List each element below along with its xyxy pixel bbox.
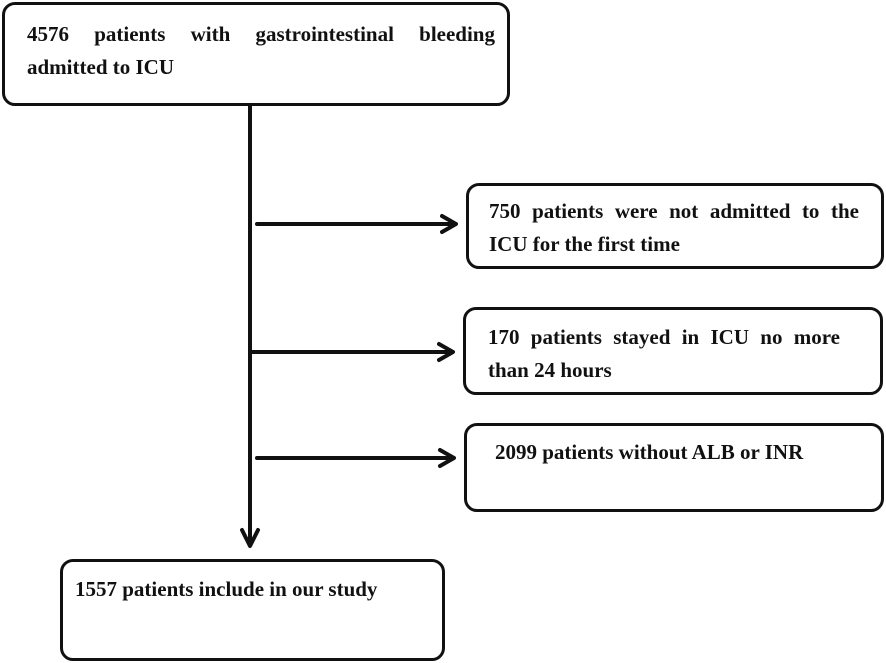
final-cohort-box-text: 1557 patients include in our study	[75, 577, 378, 601]
exclusion-box-3: 2099 patients without ALB or INR	[464, 423, 884, 512]
exclusion-box-2: 170 patients stayed in ICU no more than …	[463, 307, 883, 395]
arrowhead-right-1	[440, 214, 458, 234]
arrowhead-right-2	[437, 342, 455, 362]
exclusion-box-1: 750 patients were not admitted to the IC…	[466, 183, 884, 269]
arrowhead-down	[240, 528, 260, 548]
final-cohort-box: 1557 patients include in our study	[60, 559, 445, 661]
exclusion-box-3-text: 2099 patients without ALB or INR	[495, 440, 804, 464]
start-box-text: 4576 patients with gastrointestinal blee…	[27, 22, 495, 79]
start-box: 4576 patients with gastrointestinal blee…	[2, 2, 510, 106]
exclusion-box-2-text: 170 patients stayed in ICU no more than …	[488, 325, 840, 382]
arrowhead-right-3	[438, 448, 456, 468]
exclusion-box-1-text: 750 patients were not admitted to the IC…	[489, 199, 859, 256]
